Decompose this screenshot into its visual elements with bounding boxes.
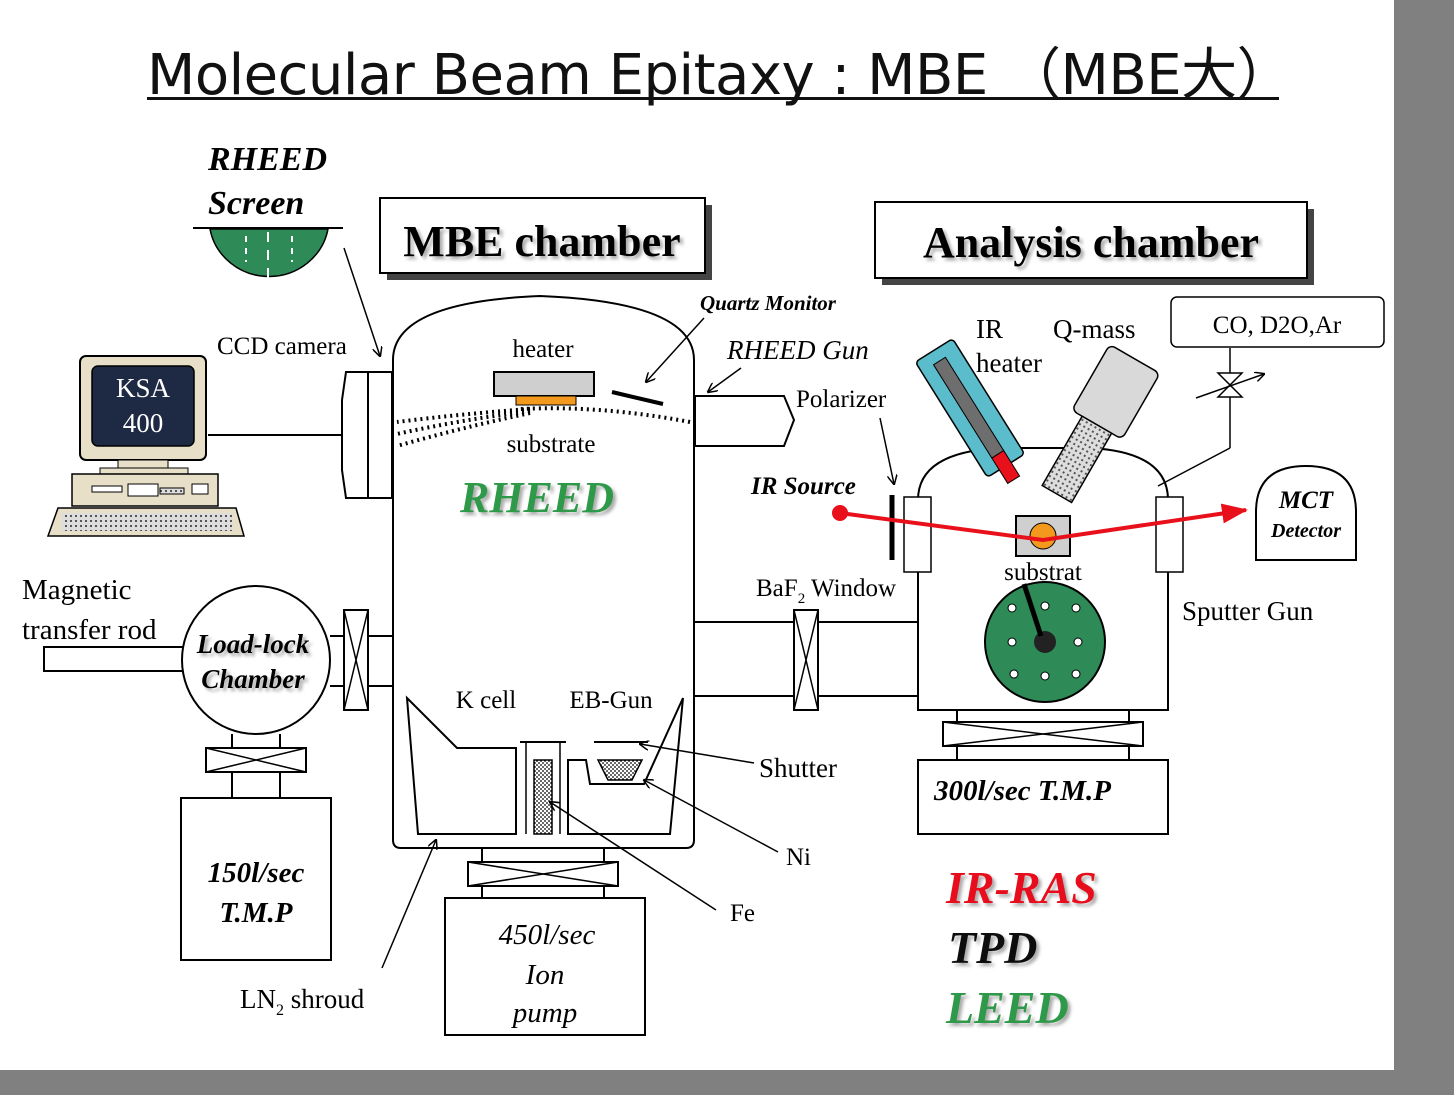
tpd-label: TPD <box>948 922 1037 973</box>
ln2-shroud-left <box>405 695 517 835</box>
shutter-label: Shutter <box>759 753 837 783</box>
rheed-screen: RHEED Screen <box>193 141 380 356</box>
quartz-monitor-label: Quartz Monitor <box>700 291 837 315</box>
ln2-shroud-right <box>567 697 684 835</box>
title-underline <box>147 97 1279 100</box>
eb-gun-label: EB-Gun <box>569 687 653 714</box>
q-mass-label: Q-mass <box>1053 314 1136 344</box>
gas-inlet: CO, D2O,Ar <box>1157 296 1385 487</box>
baf2-window-left <box>903 496 932 573</box>
ir-heater-label-2: heater <box>976 348 1042 378</box>
mbe-chamber-body <box>392 294 695 849</box>
heater-block <box>493 371 595 397</box>
q-mass: Q-mass <box>1041 314 1159 504</box>
tmp150-box <box>180 797 332 961</box>
source-cells: K cell EB-Gun <box>405 687 684 835</box>
magnetic-rod-label-1: Magnetic <box>22 574 132 606</box>
rheed-gun: RHEED Gun <box>694 335 869 447</box>
monitor-screen <box>91 365 195 447</box>
mbe-diagram: RHEED Screen MBE chamber Analysis chambe… <box>22 141 1385 1036</box>
mct-label-2: Detector <box>1270 520 1341 542</box>
sputter-gun-label: Sputter Gun <box>1182 596 1314 626</box>
baf2-window-label: BaF2 Window <box>756 575 896 607</box>
leed-screen <box>984 581 1106 703</box>
ir-ras-label: IR-RAS <box>945 862 1097 913</box>
mbe-chamber-label-box: MBE chamber <box>379 197 712 280</box>
transfer-tube <box>694 609 918 711</box>
heater: heater <box>493 336 595 406</box>
rheed-screen-label-1: RHEED <box>207 141 327 178</box>
mct-detector: MCT Detector <box>1255 464 1357 561</box>
substrate-label: substrate <box>507 431 596 458</box>
rheed-beam <box>396 406 691 448</box>
fe-label: Fe <box>730 900 755 927</box>
analysis-substrate <box>1029 522 1057 550</box>
ksa-computer: KSA 400 <box>46 355 245 537</box>
tmp150-label-1: 150l/sec <box>208 857 305 889</box>
rheed-label: RHEED <box>459 473 614 522</box>
quartz-monitor: Quartz Monitor <box>611 291 837 406</box>
ion-pump-label-1: 450l/sec <box>499 919 596 951</box>
ion-pump: 450l/sec Ion pump <box>444 848 646 1036</box>
polarizer-label: Polarizer <box>796 386 887 413</box>
ni-crucible <box>596 759 644 781</box>
leed-label: LEED <box>945 982 1069 1033</box>
mbe-chamber-label: MBE chamber <box>403 217 680 266</box>
leak-valve-icon <box>1216 372 1244 398</box>
ccd-camera: CCD camera <box>217 333 393 499</box>
substrate-piece <box>515 395 577 406</box>
ir-beam <box>832 503 1248 543</box>
tmp300: 300l/sec T.M.P <box>917 710 1169 835</box>
loadlock-label-2: Chamber <box>201 664 305 694</box>
loadlock-label-1: Load-lock <box>196 629 310 659</box>
analysis-chamber-label: Analysis chamber <box>923 218 1259 267</box>
tmp300-label: 300l/sec T.M.P <box>933 775 1111 807</box>
fe-rod <box>533 759 553 835</box>
ir-heater: IR heater <box>916 314 1042 485</box>
ln2-shroud-label: LN2 shroud <box>240 984 365 1019</box>
ir-source-label: IR Source <box>750 473 856 500</box>
magnetic-transfer-rod <box>43 646 195 672</box>
tmp150-label-2: T.M.P <box>219 897 292 929</box>
rheed-gun-label: RHEED Gun <box>726 335 869 365</box>
mct-label-1: MCT <box>1278 487 1335 514</box>
ion-pump-label-2: Ion <box>525 959 565 991</box>
ccd-camera-label: CCD camera <box>217 333 347 360</box>
loadlock-chamber: Magnetic transfer rod Load-lock Chamber … <box>22 574 393 961</box>
ksa-label-2: 400 <box>123 408 164 438</box>
slide: Molecular Beam Epitaxy : MBE （MBE大） RHEE… <box>0 0 1394 1070</box>
heater-label: heater <box>512 336 574 363</box>
magnetic-rod-label-2: transfer rod <box>22 614 157 646</box>
analysis-chamber-label-box: Analysis chamber <box>874 201 1314 285</box>
ksa-label-1: KSA <box>116 373 171 403</box>
rheed-screen-label-2: Screen <box>208 185 304 222</box>
k-cell-label: K cell <box>456 687 516 714</box>
ir-heater-label-1: IR <box>976 314 1003 344</box>
gas-label: CO, D2O,Ar <box>1213 312 1342 339</box>
baf2-window-right <box>1155 496 1184 573</box>
ni-label: Ni <box>786 844 811 871</box>
ion-pump-label-3: pump <box>511 997 577 1029</box>
